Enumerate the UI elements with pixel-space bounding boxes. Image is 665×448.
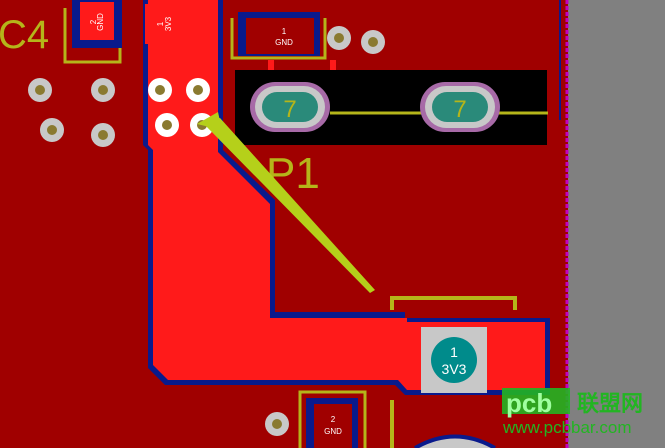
bottom-pad-gnd[interactable]: 2 GND	[298, 390, 367, 448]
watermark-url: www.pcbbar.com	[502, 418, 632, 437]
c4-pad-2[interactable]	[80, 2, 114, 40]
via-hole	[98, 130, 108, 140]
bottom-pad-silkscreen	[298, 390, 367, 448]
right-via-group	[327, 26, 385, 54]
c4-pad-2-net: GND	[96, 13, 105, 31]
top-pad-gnd-net: GND	[275, 38, 293, 47]
board-outside-area	[568, 0, 665, 448]
top-pad-gnd-copper[interactable]	[246, 18, 314, 54]
big-pad-via	[431, 337, 477, 383]
left-via-group	[28, 78, 115, 147]
big-pad-number: 1	[450, 344, 458, 360]
top-pad-gnd[interactable]: 1 GND	[230, 12, 327, 60]
bottom-pad-net: GND	[324, 427, 342, 436]
big-pad-silkscreen	[390, 296, 517, 310]
slot-pad-1-hole	[262, 92, 318, 122]
top-pad-3v3-copper[interactable]	[145, 4, 190, 44]
slot-pad-2-hole	[432, 92, 488, 122]
via-hole	[272, 419, 282, 429]
watermark-brand: pcb	[506, 388, 552, 418]
header-pin-hole	[193, 85, 203, 95]
top-pad-3v3[interactable]: 1 3V3	[145, 4, 190, 44]
c4-pad-2-number: 2	[89, 19, 98, 24]
p1-slot-pad-2[interactable]: 7	[420, 82, 500, 132]
top-pad-3v3-net: 3V3	[164, 16, 173, 31]
top-pad-gnd-number: 1	[282, 27, 287, 36]
c4-footprint[interactable]: 2 GND	[63, 0, 122, 64]
big-pad-net: 3V3	[442, 361, 467, 377]
small-trace	[330, 60, 336, 74]
via-hole	[98, 85, 108, 95]
p1-pointer-line	[202, 118, 375, 293]
bottom-partial-pad	[414, 434, 496, 448]
small-trace	[268, 60, 274, 74]
header-pin-hole	[155, 85, 165, 95]
via-hole	[35, 85, 45, 95]
copper-pour-3v3[interactable]	[148, 0, 545, 390]
header-pin-hole	[162, 120, 172, 130]
slot-pad-1-label: 7	[283, 96, 296, 123]
bottom-pad-number: 2	[331, 415, 336, 424]
via-hole	[47, 125, 57, 135]
via-hole	[368, 37, 378, 47]
big-pad-3v3[interactable]: 1 3V3	[390, 296, 517, 448]
watermark-cn: 联盟网	[577, 391, 643, 416]
p1-pointer-arrowhead	[197, 112, 222, 130]
top-pad-3v3-number: 1	[156, 21, 165, 26]
bottom-pad-copper[interactable]	[314, 404, 352, 448]
p1-slot-pad-1[interactable]: 7	[250, 82, 330, 132]
via-hole	[334, 33, 344, 43]
watermark-logo-bg	[502, 388, 570, 414]
c4-designator: C4	[0, 13, 49, 57]
slot-pad-2-label: 7	[453, 96, 466, 123]
top-pad-gnd-silkscreen	[230, 18, 327, 60]
